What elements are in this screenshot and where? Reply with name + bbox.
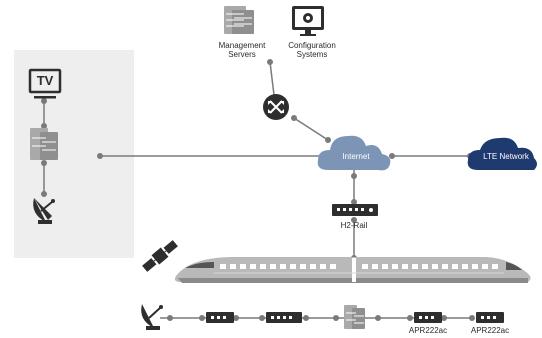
satellite-dish-icon	[141, 304, 163, 330]
switch-icon	[332, 204, 378, 216]
server-rack-icon	[344, 305, 365, 329]
tv-icon	[28, 68, 62, 99]
tv-label: TV	[36, 73, 54, 88]
monitor-gear-icon	[292, 6, 324, 36]
management-servers-label: Management Servers	[212, 41, 272, 59]
connector-dots	[41, 59, 475, 321]
label-line: Servers	[228, 50, 256, 59]
router-icon	[263, 94, 289, 120]
apr-right-label: APR222ac	[470, 326, 510, 335]
h2-rail-label: H2-Rail	[340, 221, 368, 230]
switch-icon	[414, 312, 442, 323]
satellite-dish-icon	[33, 198, 55, 224]
lte-network-cloud	[467, 137, 537, 170]
apr-left-label: APR222ac	[408, 326, 448, 335]
internet-cloud	[317, 135, 391, 171]
switch-icon	[476, 312, 504, 323]
label-line: Management	[218, 41, 266, 50]
server-rack-icon	[30, 128, 58, 160]
label-line: Configuration	[288, 41, 336, 50]
switch-icon	[266, 312, 302, 323]
switch-icon	[206, 312, 234, 323]
train-icon	[174, 257, 531, 283]
internet-label: Internet	[342, 152, 370, 161]
satellite-icon	[142, 240, 178, 272]
server-rack-icon	[224, 6, 254, 34]
lte-network-label: LTE Network	[483, 152, 529, 161]
configuration-systems-label: Configuration Systems	[280, 41, 344, 59]
label-line: Systems	[296, 50, 328, 59]
